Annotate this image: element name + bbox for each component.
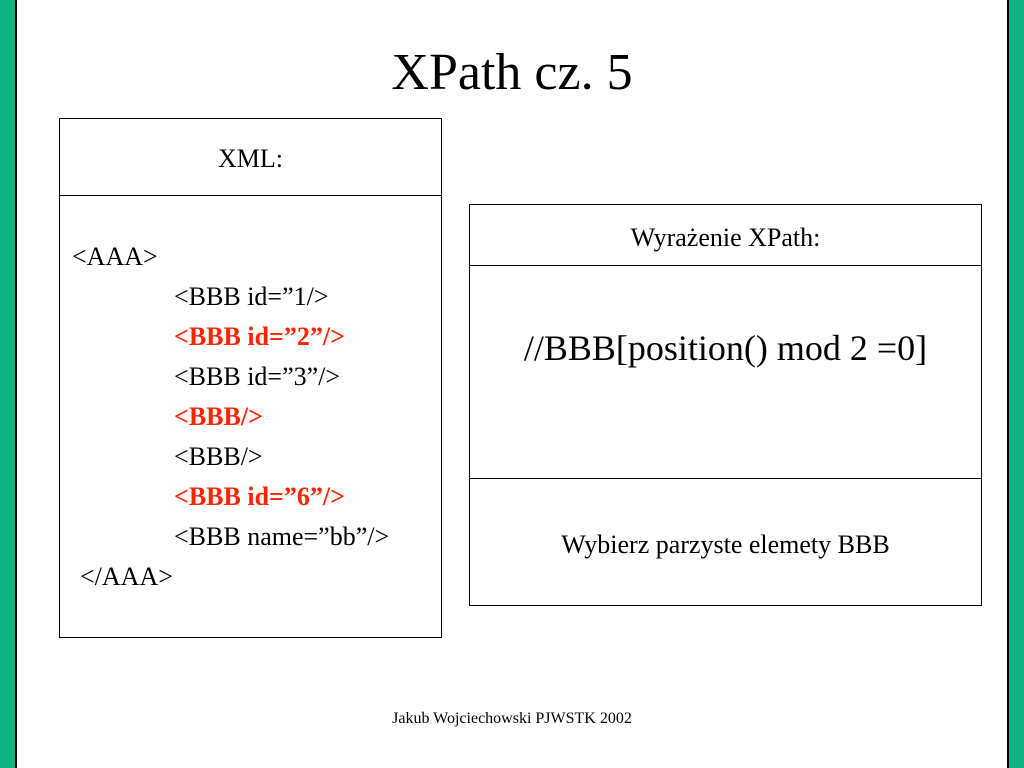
- xml-line-root-open: <AAA>: [72, 242, 158, 271]
- xml-line-bbb-2-selected: <BBB id=”2”/>: [174, 322, 345, 351]
- xpath-panel-header: Wyrażenie XPath:: [470, 205, 981, 266]
- xpath-panel: Wyrażenie XPath: //BBB[position() mod 2 …: [469, 204, 982, 606]
- xml-line-bbb-1: <BBB id=”1/>: [174, 282, 329, 311]
- xpath-expression: //BBB[position() mod 2 =0]: [470, 266, 981, 479]
- xml-line-bbb-7: <BBB name=”bb”/>: [174, 522, 390, 551]
- xml-panel-header: XML:: [60, 119, 441, 196]
- xml-line-bbb-4-selected: <BBB/>: [174, 402, 263, 431]
- right-edge-bar: [1007, 0, 1024, 768]
- xml-line-bbb-6-selected: <BBB id=”6”/>: [174, 482, 345, 511]
- xpath-description: Wybierz parzyste elemety BBB: [561, 530, 890, 559]
- xml-line-bbb-3: <BBB id=”3”/>: [174, 362, 341, 391]
- footer-author: Jakub Wojciechowski PJWSTK 2002: [392, 710, 632, 727]
- left-edge-bar: [0, 0, 17, 768]
- slide-title: XPath cz. 5: [391, 44, 633, 101]
- xml-line-root-close: </AAA>: [80, 562, 173, 591]
- xml-line-bbb-5: <BBB/>: [174, 442, 263, 471]
- xml-panel: XML: <AAA> <BBB id=”1/> <BBB id=”2”/> <B…: [59, 118, 442, 638]
